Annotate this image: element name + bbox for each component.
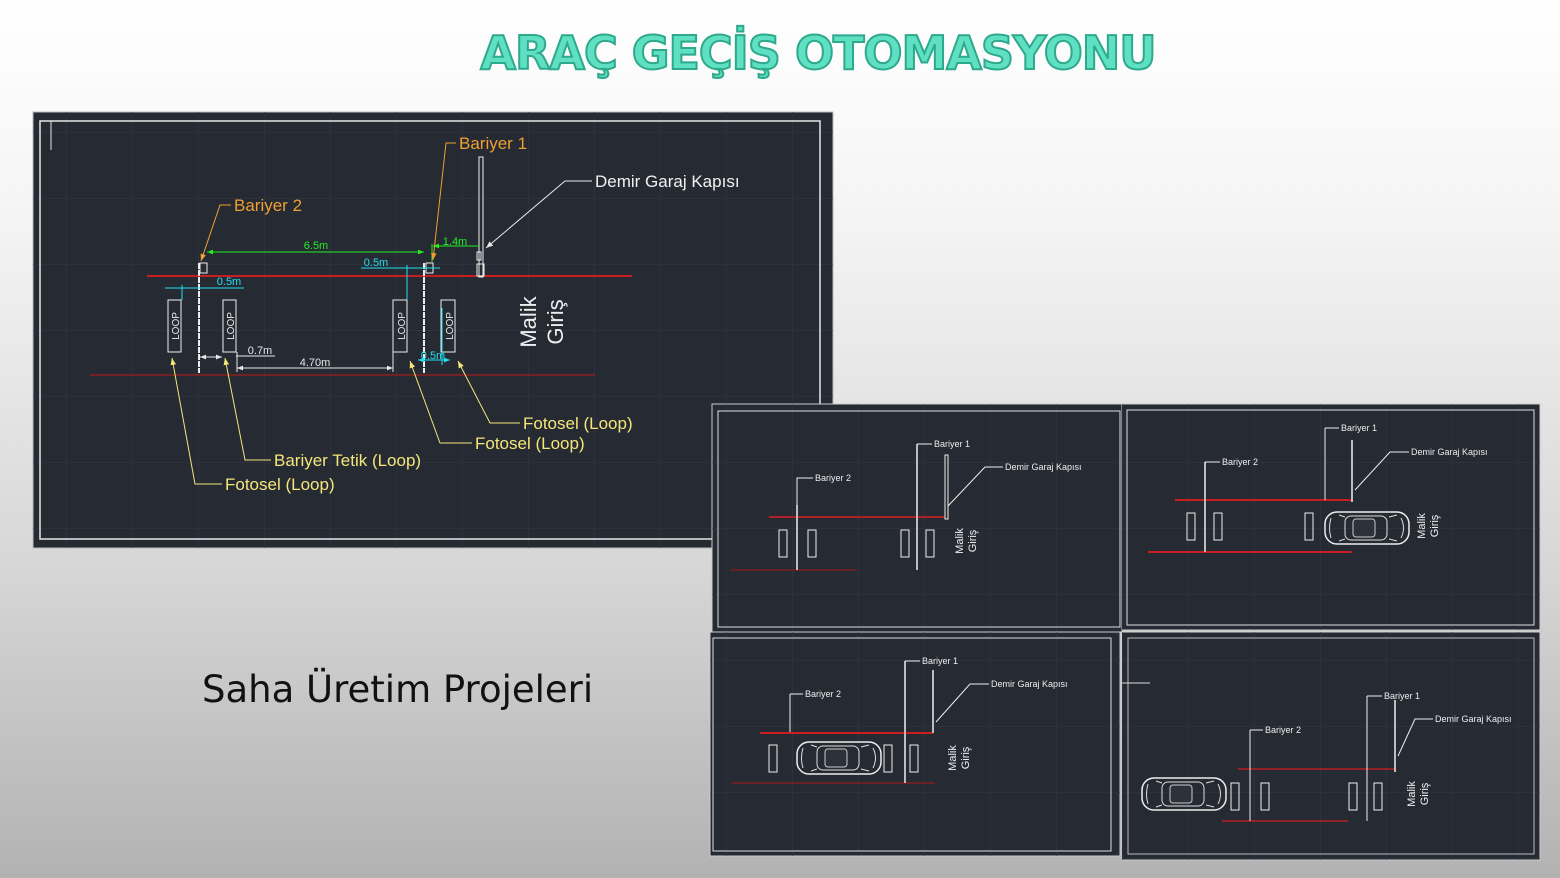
barrier-2-label: Bariyer 2 — [805, 689, 841, 699]
gate-label: Demir Garaj Kapısı — [1435, 714, 1512, 724]
main-cad-drawing: LOOP LOOP LOOP LOOP 6.5m 1.4m 0.5m 0.5m … — [32, 111, 834, 549]
gate-label: Demir Garaj Kapısı — [991, 679, 1068, 689]
gate-label: Demir Garaj Kapısı — [595, 172, 740, 191]
loop-4: LOOP — [440, 299, 456, 353]
cad-label: Malik — [1416, 513, 1428, 539]
barrier-2-label: Bariyer 2 — [815, 473, 851, 483]
dimension-offset-loop: 0.5m — [418, 308, 450, 365]
barrier-2-post — [198, 262, 208, 373]
cad-label: Malik — [1406, 781, 1418, 807]
photocell-mid-label: Fotosel (Loop) — [475, 434, 585, 453]
dimension-offset-b2: 0.5m — [165, 276, 244, 300]
cad-label: LOOP — [171, 312, 182, 340]
barrier-1-label: Bariyer 1 — [922, 656, 958, 666]
scenario-panel-4: Bariyer 1 Bariyer 2 Demir Garaj Kapısı M… — [1121, 631, 1541, 861]
cad-label: 0.5m — [217, 276, 241, 288]
gate-post — [476, 156, 485, 278]
cad-label: LOOP — [226, 312, 237, 340]
barrier-trigger-label: Bariyer Tetik (Loop) — [274, 451, 421, 470]
barrier-1-label: Bariyer 1 — [934, 439, 970, 449]
cad-label: Giriş — [1429, 514, 1441, 537]
barrier-2-label: Bariyer 2 — [234, 196, 302, 215]
cad-label: 6.5m — [304, 240, 328, 252]
scenario-panel-2: Bariyer 1 Bariyer 2 Demir Garaj Kapısı M… — [1121, 403, 1541, 631]
cad-label: LOOP — [445, 312, 456, 340]
dimension-loop-gap: 0.7m — [200, 345, 275, 360]
dimension-barrier-distance: 6.5m — [207, 240, 424, 255]
cad-label: 0.5m — [421, 350, 445, 362]
barrier-2-label: Bariyer 2 — [1222, 457, 1258, 467]
gate-label: Demir Garaj Kapısı — [1005, 462, 1082, 472]
loop-1: LOOP — [167, 299, 182, 353]
cad-label: 0.7m — [248, 345, 272, 357]
cad-label: Giriş — [1419, 782, 1431, 805]
cad-label: Malik — [954, 528, 966, 554]
entrance-label: Giriş — [543, 299, 568, 344]
entrance-label: Malik — [516, 295, 541, 347]
photocell-right-label: Fotosel (Loop) — [523, 414, 633, 433]
cad-label: 0.5m — [364, 257, 388, 269]
cad-label: 4.70m — [300, 357, 331, 369]
cad-label: LOOP — [397, 312, 408, 340]
photocell-left-label: Fotosel (Loop) — [225, 475, 335, 494]
dimension-offset-b1: 0.5m — [361, 257, 440, 300]
barrier-1-label: Bariyer 1 — [1341, 423, 1377, 433]
cad-label: 1.4m — [443, 236, 467, 248]
slide-title: ARAÇ GEÇİŞ OTOMASYONU — [479, 25, 1157, 81]
barrier-2-label: Bariyer 2 — [1265, 725, 1301, 735]
cad-label: Malik — [947, 745, 959, 771]
barrier-1-label: Bariyer 1 — [1384, 691, 1420, 701]
dimension-loop-span: 4.70m — [236, 352, 394, 372]
barrier-1-label: Bariyer 1 — [459, 134, 527, 153]
cad-label: Giriş — [967, 529, 979, 552]
slide-subtitle: Saha Üretim Projeleri — [202, 668, 594, 711]
loop-3: LOOP — [392, 299, 408, 353]
cad-label: Giriş — [960, 746, 972, 769]
scenario-panel-3: Bariyer 1 Bariyer 2 Demir Garaj Kapısı M… — [709, 631, 1121, 857]
loop-2: LOOP — [222, 299, 237, 353]
scenario-panel-1: Bariyer 1 Bariyer 2 Demir Garaj Kapısı M… — [711, 403, 1123, 633]
gate-label: Demir Garaj Kapısı — [1411, 447, 1488, 457]
